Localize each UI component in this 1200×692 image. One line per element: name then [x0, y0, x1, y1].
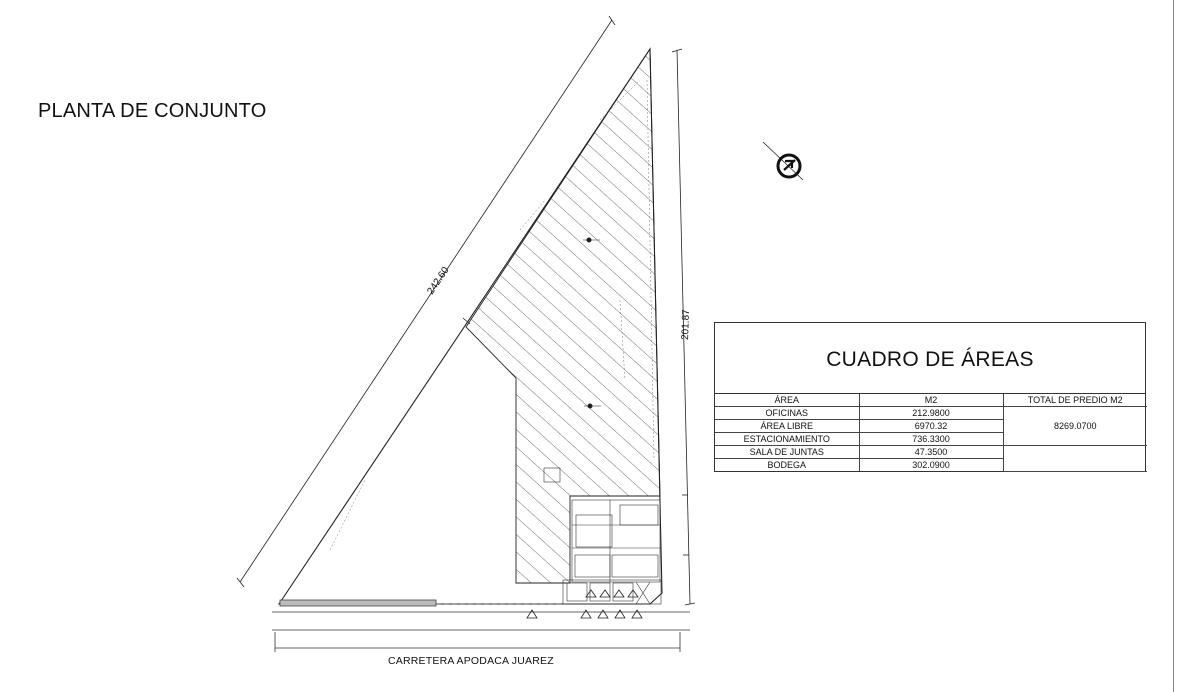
areas-table-box: CUADRO DE ÁREAS ÁREA M2 TOTAL DE PREDIO … [714, 322, 1147, 472]
area-name: SALA DE JUNTAS [715, 445, 860, 459]
header-m2: M2 [858, 394, 1004, 407]
total-value: 8269.0700 [1002, 406, 1147, 446]
internal-annotations [329, 79, 655, 551]
parking-markers [526, 589, 643, 619]
table-row: BODEGA 302.0900 [715, 458, 1147, 471]
diagonal-dimension [236, 15, 616, 588]
areas-table-title: CUADRO DE ÁREAS [715, 323, 1145, 394]
area-name: BODEGA [715, 458, 860, 471]
area-m2: 736.3300 [858, 432, 1004, 446]
road-label: CARRETERA APODACA JUAREZ [388, 655, 554, 667]
sheet-frame-line [1173, 0, 1174, 692]
area-m2: 47.3500 [858, 445, 1004, 459]
area-name: ESTACIONAMIENTO [715, 432, 860, 446]
area-m2: 212.9800 [858, 406, 1004, 420]
area-name: ÁREA LIBRE [715, 419, 860, 433]
area-m2: 6970.32 [858, 419, 1004, 433]
diagonal-dimension-label: 242.60 [425, 265, 451, 297]
sidewalk-strip [279, 599, 437, 607]
header-total: TOTAL DE PREDIO M2 [1002, 394, 1147, 407]
drawing-title: PLANTA DE CONJUNTO [38, 100, 267, 122]
total-empty-cell [1002, 445, 1147, 472]
east-dimension [671, 48, 696, 606]
east-dimension-label: 201.87 [680, 309, 692, 340]
table-row: ÁREA LIBRE 6970.32 [715, 419, 1147, 433]
hatched-building-area [465, 47, 661, 584]
area-m2: 302.0900 [858, 458, 1004, 471]
road-edges [272, 611, 690, 652]
table-row: OFICINAS 212.9800 8269.0700 [715, 406, 1147, 446]
level-markers [583, 237, 601, 409]
areas-header-row: ÁREA M2 TOTAL DE PREDIO M2 [715, 394, 1147, 407]
areas-table: ÁREA M2 TOTAL DE PREDIO M2 OFICINAS 212.… [715, 394, 1147, 472]
area-name: OFICINAS [715, 406, 860, 420]
table-row: SALA DE JUNTAS 47.3500 [715, 445, 1147, 472]
north-arrow-icon [762, 141, 804, 181]
header-area: ÁREA [715, 394, 860, 407]
